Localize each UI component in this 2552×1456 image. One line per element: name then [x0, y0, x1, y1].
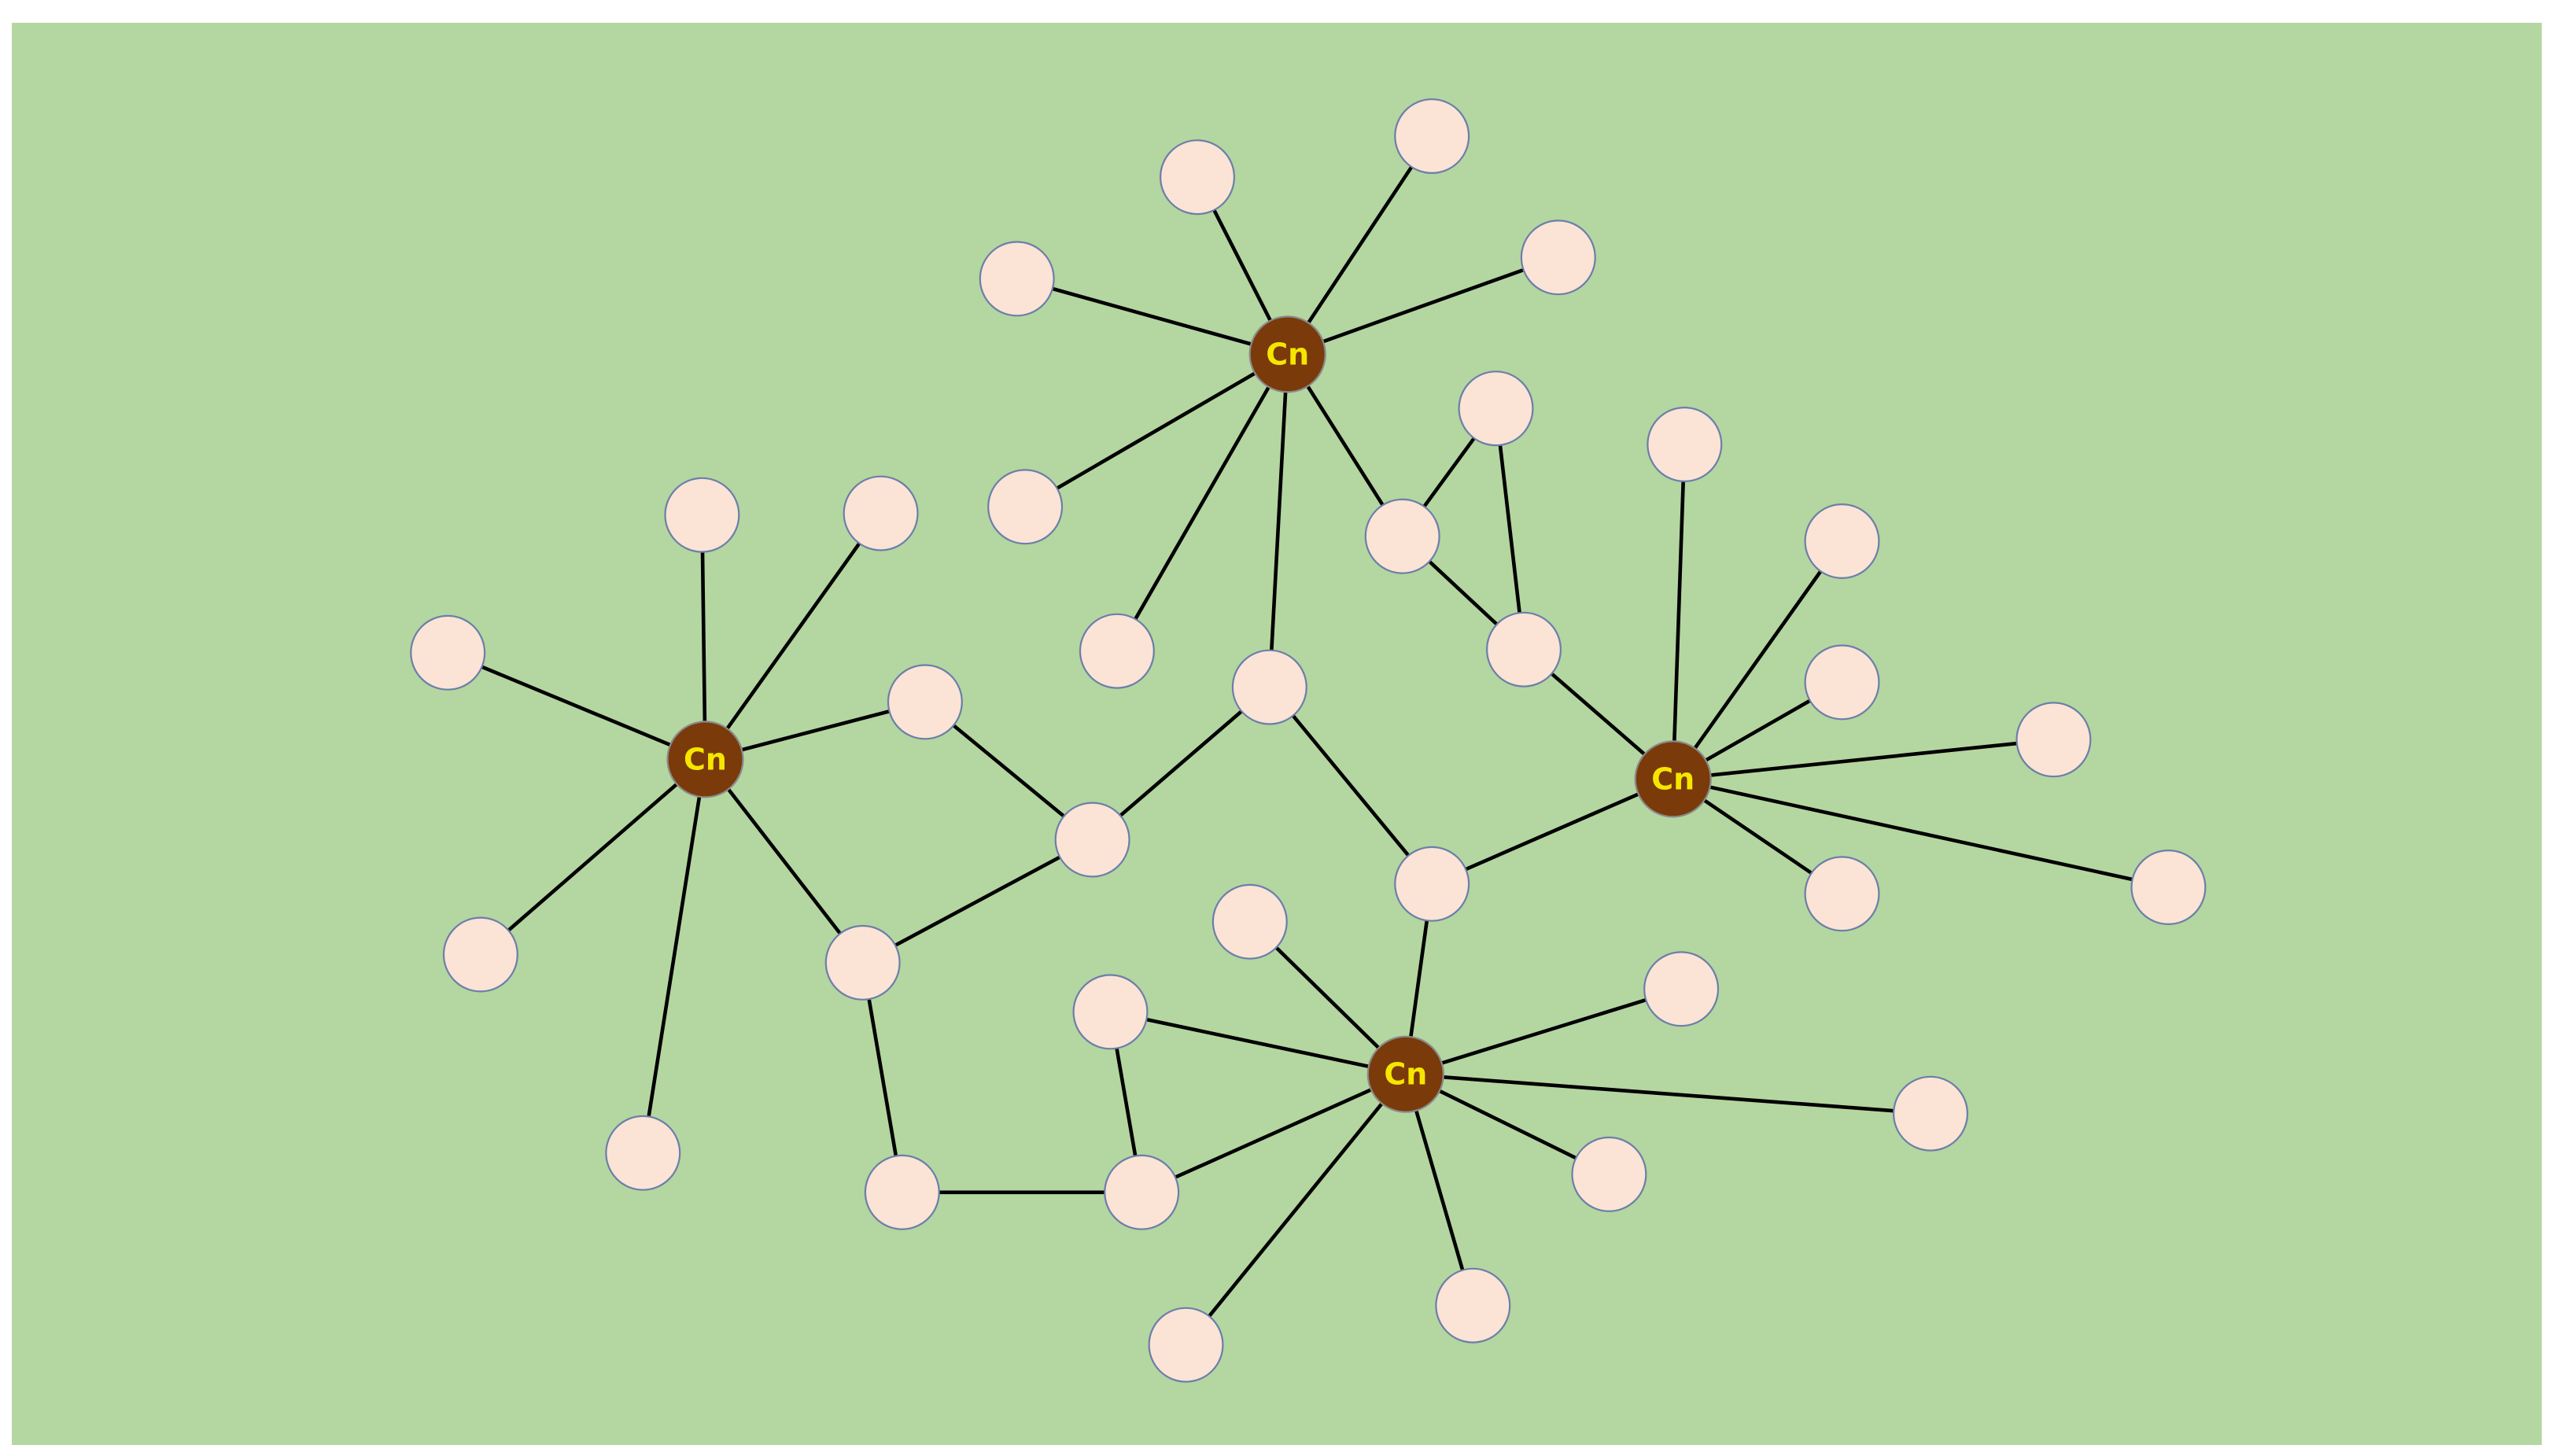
leaf-node — [1804, 856, 1880, 932]
edge-c2-b7 — [640, 757, 707, 1156]
edge-c2-b1 — [700, 513, 707, 761]
edge-c1-a5 — [1023, 352, 1289, 509]
edge-c4-e2 — [1108, 1010, 1408, 1076]
edge-c1-a10 — [1267, 352, 1289, 689]
leaf-node — [1647, 406, 1723, 482]
leaf-node — [442, 916, 518, 993]
edge-c4-e4 — [1403, 1072, 1933, 1115]
edge-c2-b2 — [703, 511, 883, 761]
leaf-node — [987, 469, 1064, 545]
center-node-label: Cn — [1651, 761, 1695, 796]
center-node-label: Cn — [1266, 337, 1309, 371]
leaf-node — [887, 664, 963, 740]
center-node-c2: Cn — [666, 721, 744, 798]
edge-c3-d6 — [1671, 777, 2170, 890]
center-node-c3: Cn — [1634, 740, 1712, 818]
center-node-circle — [1634, 740, 1712, 818]
edge-c1-a4 — [1285, 255, 1561, 356]
edge-a10-d7 — [1267, 685, 1434, 887]
edge-c4-e6 — [1139, 1072, 1408, 1195]
edge-c4-e8 — [1403, 1072, 1475, 1307]
leaf-node — [664, 477, 740, 553]
edge-c1-a2 — [1285, 134, 1434, 356]
leaf-node — [843, 475, 919, 551]
leaf-node — [1520, 219, 1596, 296]
edge-c3-d1 — [1671, 442, 1687, 781]
center-node-circle — [1248, 315, 1326, 393]
edge-a7-a9 — [1494, 406, 1526, 652]
edge-c2-b6 — [703, 757, 865, 965]
edge-b8-a10 — [1090, 685, 1272, 842]
edge-c4-e9 — [1184, 1072, 1408, 1347]
leaf-node — [1079, 613, 1155, 689]
leaf-node — [1893, 1075, 1969, 1152]
leaf-node — [1435, 1267, 1511, 1344]
edge-c3-d2 — [1671, 539, 1844, 781]
leaf-node — [1571, 1136, 1647, 1212]
leaf-node — [1458, 370, 1534, 447]
leaf-node — [1072, 974, 1149, 1050]
leaf-node — [864, 1154, 940, 1230]
leaf-node — [1804, 503, 1880, 579]
leaf-node — [1159, 139, 1235, 216]
edge-b6-e7 — [861, 960, 905, 1195]
center-node-c1: Cn — [1248, 315, 1326, 393]
leaf-node — [1485, 611, 1562, 687]
leaf-node — [2130, 849, 2207, 925]
edge-c3-d4 — [1671, 737, 2056, 781]
center-node-c4: Cn — [1366, 1035, 1444, 1113]
edge-b8-b6 — [861, 838, 1094, 965]
leaf-node — [1643, 951, 1720, 1027]
edge-d7-c3 — [1429, 777, 1675, 887]
leaf-node — [824, 924, 901, 1001]
leaf-node — [2015, 702, 2092, 778]
leaf-node — [979, 241, 1055, 317]
leaf-node — [1104, 1154, 1180, 1230]
leaf-node — [1394, 98, 1470, 175]
center-node-label: Cn — [1384, 1057, 1427, 1092]
leaf-node — [1364, 498, 1440, 574]
edge-c1-a3 — [1015, 277, 1289, 356]
diagram-background — [12, 23, 2542, 1445]
leaf-node — [1148, 1307, 1224, 1383]
edge-c2-b5 — [478, 757, 707, 957]
edge-c4-e3 — [1403, 987, 1684, 1076]
leaf-node — [1054, 802, 1130, 878]
edge-c1-a6 — [1115, 352, 1289, 654]
edge-c2-b3 — [445, 651, 707, 761]
leaf-node — [410, 614, 486, 691]
center-node-circle — [1366, 1035, 1444, 1113]
leaf-node — [1211, 883, 1288, 960]
leaf-node — [1394, 846, 1470, 922]
leaf-node — [1231, 649, 1307, 725]
center-node-label: Cn — [684, 742, 727, 776]
leaf-node — [1804, 644, 1880, 721]
center-node-circle — [666, 721, 744, 798]
leaf-node — [605, 1115, 681, 1191]
